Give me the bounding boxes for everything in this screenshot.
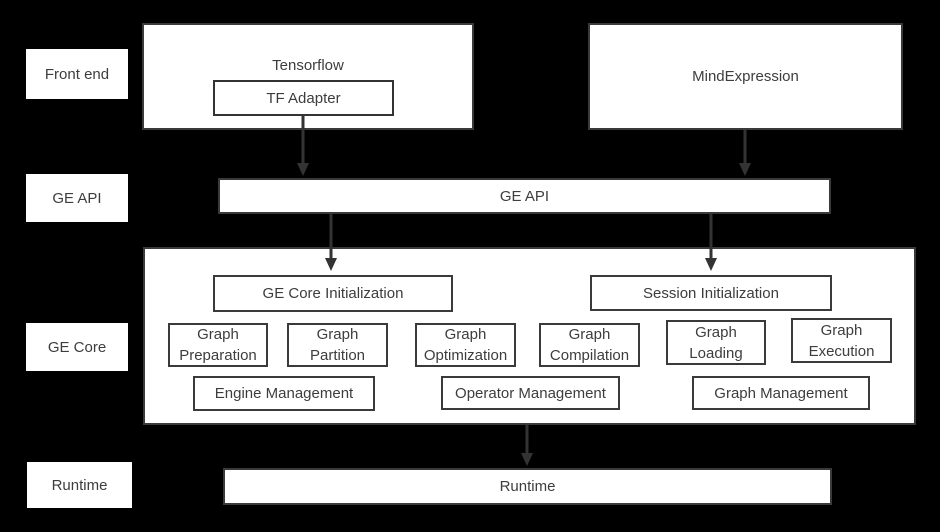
engine-management-box: Engine Management <box>193 376 375 411</box>
layer-label-front-end: Front end <box>26 49 128 99</box>
ge-core-container: GE Core Initialization Session Initializ… <box>143 247 916 425</box>
arrow-ge-core-to-runtime <box>521 425 533 466</box>
graph-execution-box: Graph Execution <box>791 318 892 363</box>
layer-label-ge-core: GE Core <box>26 323 128 371</box>
runtime-bar: Runtime <box>223 468 832 505</box>
session-initialization-box: Session Initialization <box>590 275 832 311</box>
graph-optimization-box: Graph Optimization <box>415 323 516 367</box>
tensorflow-box: Tensorflow TF Adapter <box>142 23 474 130</box>
arrow-mindexpression-to-ge-api <box>739 130 751 176</box>
tensorflow-title: Tensorflow <box>272 57 344 74</box>
layer-label-ge-api: GE API <box>26 174 128 222</box>
graph-partition-box: Graph Partition <box>287 323 388 367</box>
graph-preparation-box: Graph Preparation <box>168 323 268 367</box>
operator-management-box: Operator Management <box>441 376 620 410</box>
mindexpression-box: MindExpression <box>588 23 903 130</box>
tf-adapter-box: TF Adapter <box>213 80 394 116</box>
layer-label-runtime: Runtime <box>27 462 132 508</box>
graph-management-box: Graph Management <box>692 376 870 410</box>
graph-loading-box: Graph Loading <box>666 320 766 365</box>
ge-api-bar: GE API <box>218 178 831 214</box>
ge-core-initialization-box: GE Core Initialization <box>213 275 453 312</box>
graph-compilation-box: Graph Compilation <box>539 323 640 367</box>
